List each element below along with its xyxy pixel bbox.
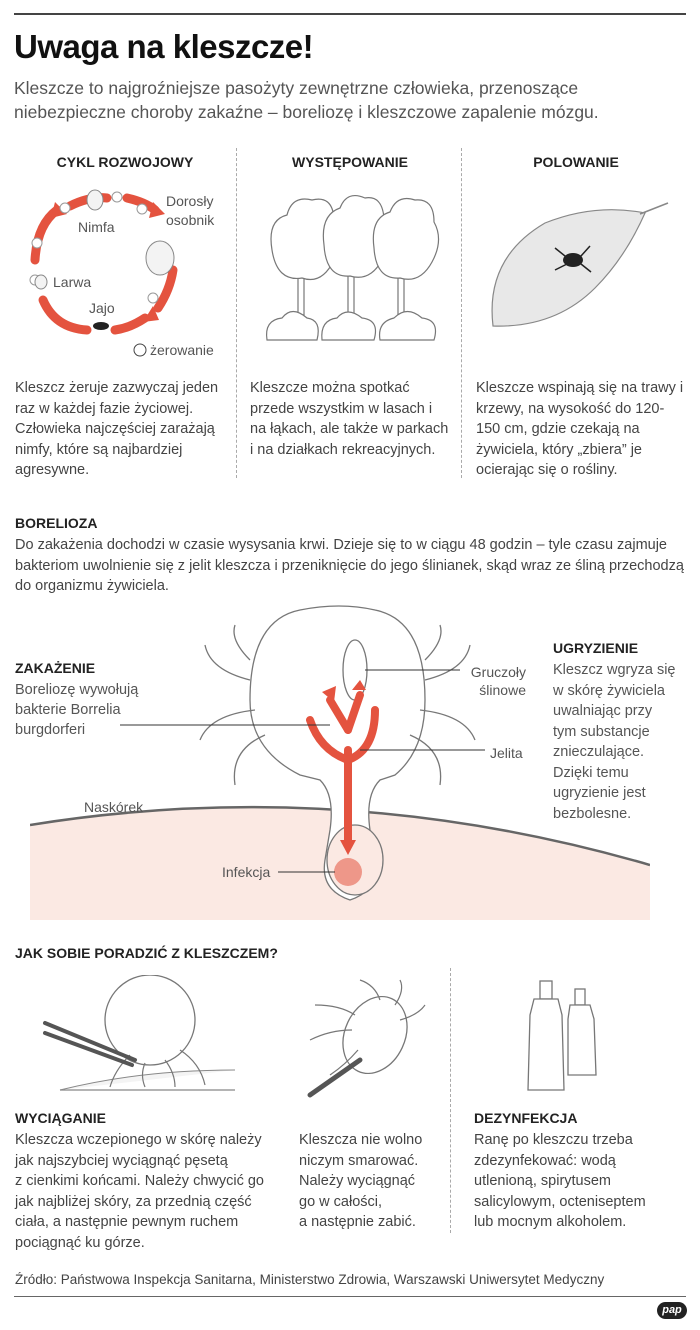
leaf-icon	[491, 209, 646, 327]
arrow-head-icon	[352, 680, 366, 690]
infection-line: Boreliozę wywołują	[15, 682, 139, 698]
label-gut: Jelita	[490, 745, 523, 761]
heading-life-cycle: CYKL ROZWOJOWY	[56, 154, 194, 170]
tick-leg	[424, 624, 442, 661]
bottle-icon	[567, 1004, 597, 1076]
bottle-cap	[539, 980, 553, 1000]
tick-leg	[233, 624, 251, 661]
cycle-arrow	[30, 205, 62, 265]
label-infection-spot: Infekcja	[222, 864, 271, 880]
label-adult: Dorosły	[166, 193, 213, 209]
forest-illustration	[265, 195, 440, 341]
bush	[321, 311, 377, 341]
heading-infection: ZAKAŻENIE	[15, 660, 96, 676]
leaf-stem	[639, 202, 669, 215]
larva-tick-icon	[34, 274, 48, 290]
needle-icon	[307, 1057, 363, 1098]
heading-borreliosis: BORELIOZA	[15, 515, 98, 531]
text-life-cycle: Kleszcz żeruje zazwyczaj jeden raz w każ…	[15, 380, 219, 478]
infection-line: burgdorferi	[15, 722, 86, 738]
text-removal: Kleszcza wczepionego w skórę należy jak …	[15, 1132, 264, 1251]
feeding-legend-icon	[133, 343, 147, 357]
cycle-arrow	[38, 295, 92, 335]
tweezers-illustration	[43, 975, 236, 1091]
cycle-arrow	[110, 313, 150, 335]
heading-occurrence: WYSTĘPOWANIE	[292, 154, 408, 170]
infection-path	[344, 691, 364, 734]
label-adult-2: osobnik	[166, 212, 215, 228]
tick-leg	[409, 734, 442, 786]
arrow-head-icon	[143, 306, 159, 322]
tick-killed-illustration	[307, 979, 426, 1098]
disinfectant-bottles	[527, 980, 597, 1091]
tree-trunk	[397, 274, 405, 316]
tick-leg	[199, 709, 256, 741]
tree-trunk	[347, 274, 355, 316]
text-occurrence: Kleszcze można spotkać przede wszystkim …	[250, 380, 449, 458]
heading-disinfection: DEZYNFEKCJA	[474, 1110, 578, 1126]
label-egg: Jajo	[89, 300, 115, 316]
bottle-icon	[527, 998, 565, 1091]
text-disinfection: Ranę po kleszczu trzeba zdezynfekować: w…	[474, 1132, 646, 1230]
text-no-smearing: Kleszcza nie wolno niczym smarować. Nale…	[299, 1132, 423, 1230]
arrow-head-icon	[340, 840, 356, 855]
bottom-rule	[14, 1296, 686, 1297]
pap-logo: pap	[657, 1302, 687, 1319]
text-borreliosis: Do zakażenia dochodzi w czasie wysysania…	[15, 537, 684, 594]
tick-on-leaf-icon	[563, 253, 583, 267]
lead-text: Kleszcze to najgroźniejsze pasożyty zewn…	[14, 78, 599, 122]
tick-leg	[204, 644, 251, 681]
leaf-illustration	[491, 202, 669, 327]
arrow-head-icon	[149, 202, 165, 218]
label-nymph: Nimfa	[78, 219, 115, 235]
top-rule	[14, 13, 686, 15]
bush	[378, 310, 437, 341]
tick-leg	[424, 644, 471, 681]
bush	[265, 310, 319, 341]
text-bite: Kleszcz wgryza się w skórę żywiciela uwa…	[553, 662, 676, 822]
heading-howto: JAK SOBIE PORADZIĆ Z KLESZCZEM?	[15, 945, 278, 961]
infection-line: bakterie Borrelia	[15, 702, 121, 718]
heading-bite: UGRYZIENIE	[553, 640, 639, 656]
label-larva: Larwa	[53, 274, 91, 290]
arrow-head-icon	[51, 202, 67, 218]
heading-hunting: POLOWANIE	[533, 154, 619, 170]
tick-leg	[419, 709, 476, 741]
text-infection: Boreliozę wywołują bakterie Borrelia bur…	[15, 680, 138, 740]
adult-tick-icon	[145, 240, 175, 276]
tick-bite-diagram	[30, 605, 650, 920]
label-feeding: żerowanie	[150, 342, 214, 358]
text-hunting: Kleszcze wspinają się na trawy i krzewy,…	[476, 380, 684, 478]
label-epidermis: Naskórek	[84, 799, 144, 815]
infection-spot-icon	[334, 858, 362, 886]
label-salivary-glands: Gruczoły ślinowe	[470, 664, 526, 698]
tick-body-icon	[104, 975, 196, 1066]
column-divider	[450, 968, 451, 1233]
tick-body-icon	[342, 995, 408, 1075]
column-divider	[236, 148, 237, 478]
cycle-arrow	[153, 265, 178, 313]
infection-path	[344, 706, 379, 764]
nymph-tick-icon	[86, 189, 104, 211]
tree-trunk	[297, 274, 305, 316]
egg-icon	[93, 322, 109, 330]
page-title: Uwaga na kleszcze!	[14, 28, 314, 65]
arrow-head-icon	[322, 686, 336, 702]
infection-path	[326, 696, 352, 734]
tick-leg	[233, 734, 266, 786]
tree-crown	[372, 197, 440, 280]
life-cycle-diagram: Dorosły osobnik Nimfa Larwa Jajo żerowan…	[29, 189, 215, 358]
source-text: Źródło: Państwowa Inspekcja Sanitarna, M…	[15, 1272, 605, 1287]
heading-removal: WYCIĄGANIE	[15, 1110, 106, 1126]
column-divider	[461, 148, 462, 478]
bottle-cap	[574, 988, 586, 1006]
tweezer-icon	[43, 1021, 137, 1062]
